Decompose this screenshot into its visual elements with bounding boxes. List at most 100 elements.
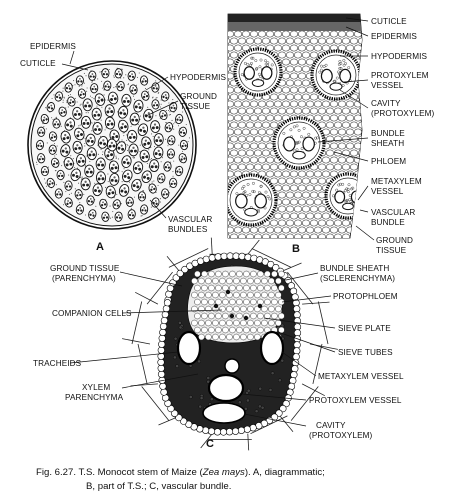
xylem-vessel <box>147 141 151 145</box>
xylem-vessel <box>150 165 154 169</box>
xylem-vessel <box>77 112 81 116</box>
ground-dot <box>121 139 123 141</box>
bundle-sheath <box>60 130 71 144</box>
parenchyma-cell <box>310 51 318 59</box>
xylem-vessel <box>120 86 124 89</box>
vascular-bundle <box>75 75 84 86</box>
sieve-tube <box>275 305 282 313</box>
ground-dot <box>141 215 143 217</box>
panel-c-diagram <box>122 237 338 451</box>
xylem-vessel <box>51 182 54 185</box>
parenchyma-cell <box>254 233 262 238</box>
phloem <box>51 147 54 149</box>
parenchyma-cell <box>228 86 234 94</box>
phloem <box>120 144 123 147</box>
phloem-cell <box>259 184 263 188</box>
sclerenchyma-cell <box>208 254 216 262</box>
ground-dot <box>147 91 149 93</box>
sieve-tube <box>194 326 201 334</box>
bundle-sheath <box>80 177 91 191</box>
sieve-tube <box>261 305 268 313</box>
sclerenchyma-cell <box>159 382 167 390</box>
ground-dot <box>159 201 162 203</box>
phloem-cell <box>339 182 342 186</box>
leader-line <box>359 209 369 213</box>
sieve-tube <box>229 270 236 278</box>
xylem-vessel <box>61 149 65 153</box>
sieve-tube <box>271 298 278 306</box>
vascular-bundle <box>324 172 362 220</box>
sclerenchyma-cell <box>159 328 167 337</box>
parenchyma-cell <box>346 100 354 108</box>
protoxylem-cavity <box>329 82 343 91</box>
phloem <box>143 206 146 209</box>
parenchyma-cell <box>246 135 254 143</box>
xylem-vessel <box>183 157 186 160</box>
bundle-sheath <box>67 96 76 107</box>
xylem-vessel <box>131 214 135 217</box>
parenchyma-cell <box>334 37 342 45</box>
xylem-vessel <box>134 88 137 92</box>
bundle-sheath <box>153 133 164 146</box>
phloem <box>86 101 89 104</box>
bundle-sheath <box>46 102 55 113</box>
sclerenchyma-cell <box>270 413 279 421</box>
sieve-tube <box>219 291 226 299</box>
parenchyma-cell <box>278 107 286 115</box>
xylem-parenchyma-cell <box>198 404 202 409</box>
xylem-vessel <box>155 104 159 107</box>
vascular-bundle <box>101 68 110 79</box>
bundle-interior <box>229 178 273 222</box>
xylem-vessel <box>107 192 111 195</box>
parenchyma-cell <box>290 226 298 234</box>
xylem-parenchyma-cell <box>188 395 193 399</box>
bundle-sheath <box>88 209 97 220</box>
sclerenchyma-cell <box>232 252 240 260</box>
parenchyma-cell <box>306 58 314 66</box>
bundle-sheath <box>139 149 150 163</box>
ground-dot <box>170 161 172 163</box>
sieve-tube <box>254 291 261 299</box>
xylem-vessel <box>104 85 107 88</box>
ground-dot <box>89 160 91 163</box>
ground-dot <box>80 103 82 105</box>
sieve-tube <box>222 312 229 320</box>
bundle-sheath <box>129 112 140 126</box>
xylem-vessel <box>152 87 155 90</box>
bundle-sheath <box>52 118 61 129</box>
ground-dot <box>36 161 38 163</box>
sclerenchyma-cell <box>219 428 228 436</box>
leader-line <box>263 317 336 329</box>
parenchyma-cell <box>310 107 318 115</box>
parenchyma-cell <box>298 44 306 52</box>
bundle-sheath <box>118 119 129 133</box>
phloem <box>143 77 145 80</box>
vascular-bundle <box>131 178 142 192</box>
vascular-bundle <box>178 153 187 164</box>
vascular-bundle <box>80 115 92 129</box>
parenchyma-cell <box>238 93 246 101</box>
parenchyma-cell <box>294 205 302 213</box>
xylem-vessel <box>77 80 80 83</box>
bundle-sheath <box>141 90 150 101</box>
xylem-vessel <box>110 178 114 182</box>
xylem-vessel <box>168 127 172 130</box>
xylem-vessel <box>47 106 51 109</box>
xylem-vessel <box>73 113 77 117</box>
phloem <box>131 73 133 76</box>
xylem-vessel <box>128 213 132 217</box>
sieve-tube <box>257 312 264 320</box>
parenchyma-cell <box>262 107 270 115</box>
xylem-vessel <box>118 216 122 219</box>
parenchyma-cell <box>330 226 338 234</box>
phloem <box>55 120 58 123</box>
ground-dot <box>160 103 162 105</box>
parenchyma-cell <box>258 226 266 234</box>
ground-dot <box>120 77 122 79</box>
vascular-bundle <box>48 131 58 142</box>
parenchyma-cell <box>278 93 286 101</box>
xylem-vessel <box>96 99 100 103</box>
sieve-tube <box>243 284 250 292</box>
bundle-sheath <box>40 113 50 125</box>
parenchyma-cell <box>242 30 250 38</box>
